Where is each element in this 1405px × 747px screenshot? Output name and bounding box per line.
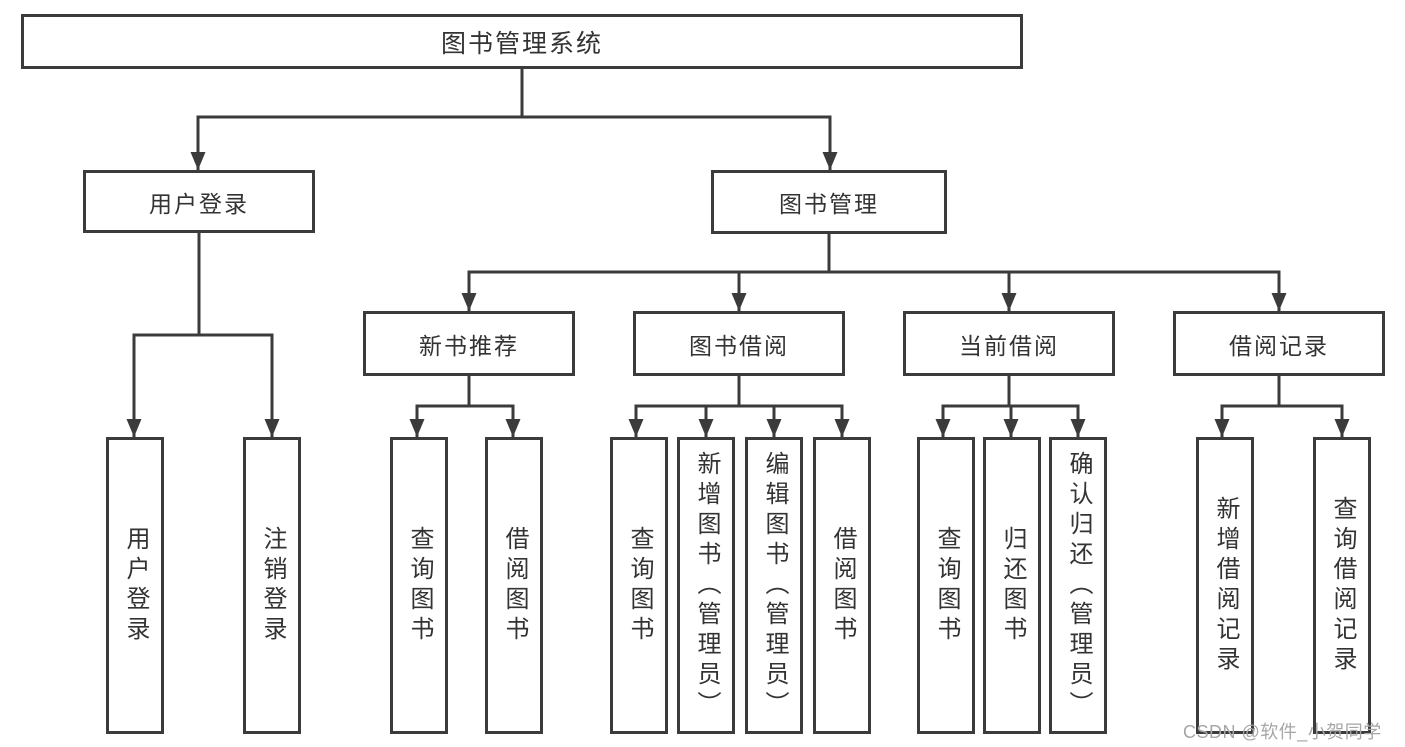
leaf-add-borrow-record-label: 新增借阅记录 bbox=[1212, 495, 1239, 676]
leaf-logout-label: 注销登录 bbox=[259, 525, 286, 646]
leaf-add-books-admin-label: 新增图书（管理员） bbox=[693, 450, 720, 721]
node-borrowing-records-label: 借阅记录 bbox=[1229, 332, 1329, 359]
node-new-book-recommend-label: 新书推荐 bbox=[419, 332, 519, 359]
node-book-borrowing-label: 图书借阅 bbox=[689, 332, 789, 359]
leaf-borrow-books-recommend-label: 借阅图书 bbox=[501, 525, 528, 646]
leaf-borrow-books-recommend: 借阅图书 bbox=[485, 437, 543, 734]
leaf-query-books-current: 查询图书 bbox=[917, 437, 975, 734]
leaf-confirm-return-admin: 确认归还（管理员） bbox=[1049, 437, 1107, 734]
leaf-edit-books-admin-label: 编辑图书（管理员） bbox=[761, 450, 788, 721]
leaf-user-login: 用户登录 bbox=[106, 437, 164, 734]
node-user-login: 用户登录 bbox=[83, 170, 315, 233]
leaf-add-borrow-record: 新增借阅记录 bbox=[1196, 437, 1254, 734]
leaf-borrow-books-borrowing: 借阅图书 bbox=[813, 437, 871, 734]
leaf-add-books-admin: 新增图书（管理员） bbox=[677, 437, 735, 734]
node-current-borrowing: 当前借阅 bbox=[903, 311, 1115, 376]
leaf-query-books-borrowing-label: 查询图书 bbox=[626, 525, 653, 646]
leaf-query-borrow-record: 查询借阅记录 bbox=[1313, 437, 1371, 734]
leaf-edit-books-admin: 编辑图书（管理员） bbox=[745, 437, 803, 734]
node-new-book-recommend: 新书推荐 bbox=[363, 311, 575, 376]
node-book-borrowing: 图书借阅 bbox=[633, 311, 845, 376]
leaf-confirm-return-admin-label: 确认归还（管理员） bbox=[1065, 450, 1092, 721]
connector-trunk-lines bbox=[132, 69, 1344, 408]
leaf-logout: 注销登录 bbox=[243, 437, 301, 734]
node-current-borrowing-label: 当前借阅 bbox=[959, 332, 1059, 359]
leaf-return-books-label: 归还图书 bbox=[999, 525, 1026, 646]
node-borrowing-records: 借阅记录 bbox=[1173, 311, 1385, 376]
node-book-management: 图书管理 bbox=[711, 170, 947, 234]
csdn-watermark: CSDN @软件_小贺同学 bbox=[1183, 722, 1382, 742]
node-book-management-label: 图书管理 bbox=[779, 191, 879, 217]
connector-arrows bbox=[126, 117, 1350, 437]
leaf-query-books-current-label: 查询图书 bbox=[933, 525, 960, 646]
node-root: 图书管理系统 bbox=[21, 14, 1023, 69]
leaf-query-borrow-record-label: 查询借阅记录 bbox=[1329, 495, 1356, 676]
leaf-borrow-books-borrowing-label: 借阅图书 bbox=[829, 525, 856, 646]
node-root-label: 图书管理系统 bbox=[440, 29, 603, 58]
node-user-login-label: 用户登录 bbox=[149, 190, 249, 217]
leaf-query-books-recommend: 查询图书 bbox=[390, 437, 448, 734]
leaf-query-books-recommend-label: 查询图书 bbox=[406, 525, 433, 646]
leaf-query-books-borrowing: 查询图书 bbox=[610, 437, 668, 734]
leaf-user-login-label: 用户登录 bbox=[122, 525, 149, 646]
leaf-return-books: 归还图书 bbox=[983, 437, 1041, 734]
